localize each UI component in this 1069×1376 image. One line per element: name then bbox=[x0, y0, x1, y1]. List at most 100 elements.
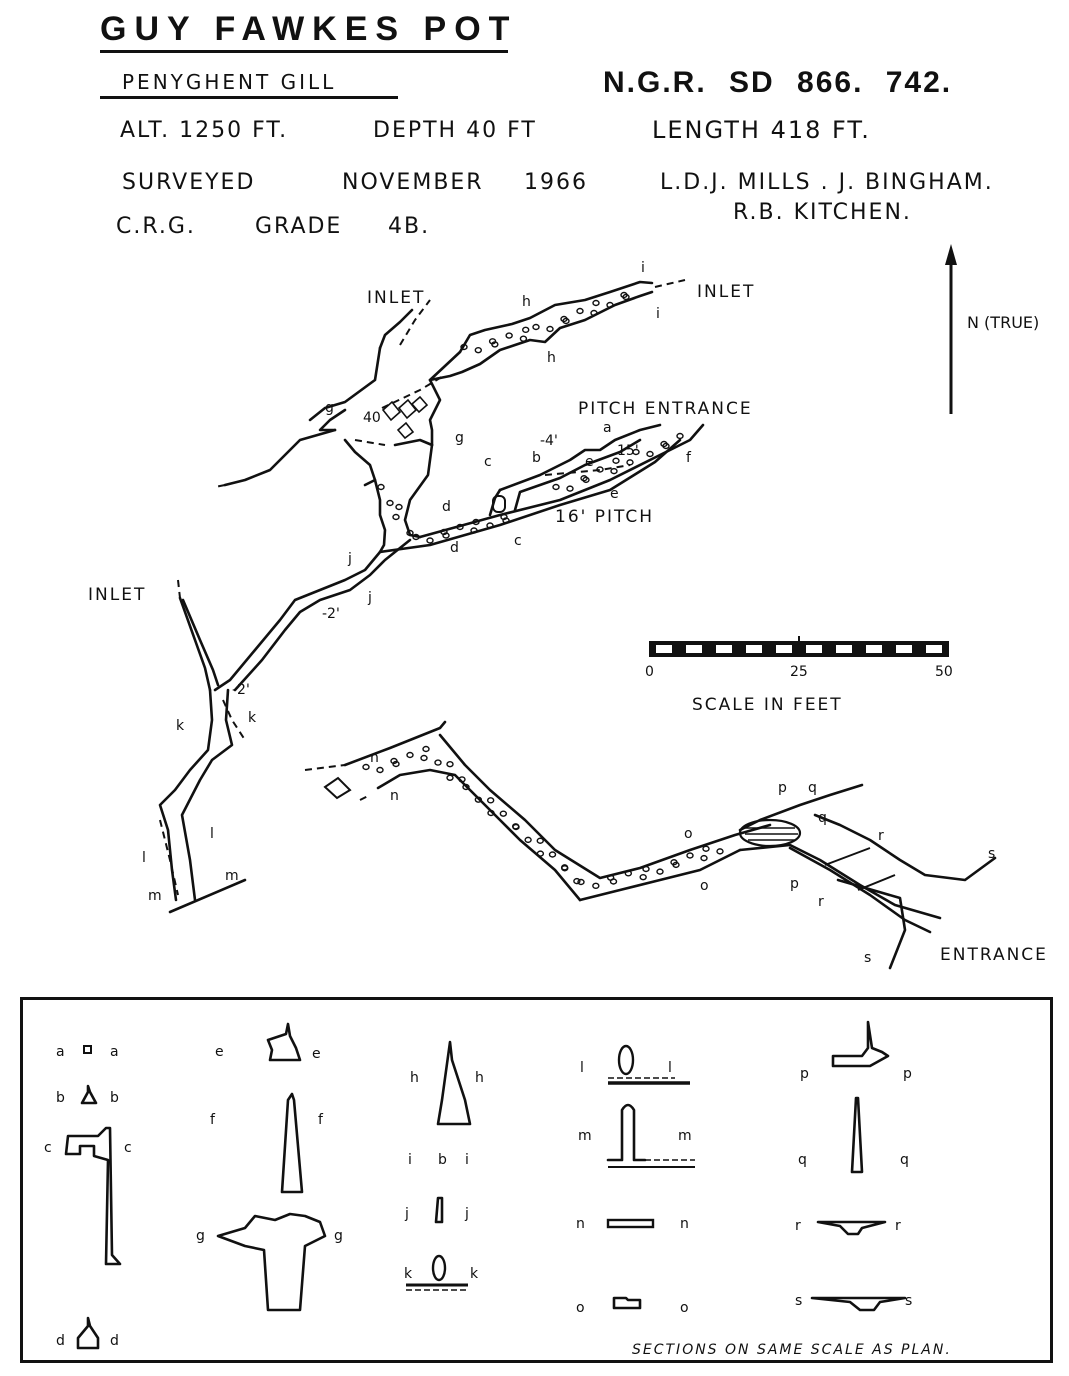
length: LENGTH 418 FT. bbox=[652, 116, 871, 144]
section-s: s s bbox=[795, 1293, 912, 1312]
boulder-dot bbox=[491, 341, 499, 348]
boulder-dot bbox=[576, 307, 584, 315]
section-q-left: q bbox=[798, 1152, 807, 1168]
section-o-right: o bbox=[680, 1300, 689, 1316]
boulder-dot bbox=[456, 523, 464, 531]
section-n-left: n bbox=[576, 1216, 585, 1232]
boulder-dot bbox=[412, 533, 420, 541]
crg-grade-value: 4B. bbox=[388, 214, 431, 239]
section-g: g g bbox=[196, 1212, 343, 1312]
boulder-dot bbox=[446, 774, 454, 781]
boulder-dot bbox=[472, 518, 480, 526]
section-k: k k bbox=[404, 1254, 479, 1291]
plan-marker-k1: k bbox=[176, 718, 185, 734]
scale-tick-25: 25 bbox=[790, 664, 808, 680]
boulder-dot bbox=[676, 432, 684, 440]
scale-tick-0: 0 bbox=[645, 664, 654, 680]
plan-marker-m2: m bbox=[148, 888, 162, 904]
boulder-dot bbox=[662, 442, 670, 450]
passage-g-to-d bbox=[373, 423, 705, 554]
boulder-dot bbox=[474, 346, 482, 354]
surveyors-line-2: R.B. KITCHEN. bbox=[733, 200, 912, 225]
section-b-left: b bbox=[56, 1090, 65, 1106]
boulder-dot bbox=[609, 878, 618, 885]
boulder-dot bbox=[626, 459, 634, 466]
north-arrow-head-icon bbox=[945, 244, 957, 265]
boulder-dot bbox=[442, 532, 450, 539]
boulder-dot bbox=[606, 301, 614, 309]
scale-segment bbox=[776, 645, 792, 653]
north-arrow: N (TRUE) bbox=[945, 244, 1039, 414]
boulder-fill bbox=[362, 291, 724, 890]
boulder-dot bbox=[446, 761, 454, 768]
plan-marker-e2: e bbox=[610, 486, 619, 502]
boulder-dot bbox=[522, 326, 530, 334]
section-g-right: g bbox=[334, 1228, 343, 1244]
boulder-dot bbox=[562, 317, 570, 325]
boulder-dot bbox=[392, 513, 400, 521]
section-i: i b i bbox=[408, 1152, 469, 1168]
plan-marker-h1: h bbox=[522, 294, 531, 310]
section-d: d d bbox=[56, 1316, 119, 1350]
title-underline bbox=[100, 50, 508, 53]
section-m-left: m bbox=[578, 1128, 592, 1144]
boulder-dot bbox=[700, 854, 708, 862]
survey-title: GUY FAWKES POT bbox=[100, 10, 518, 48]
boulder-dot bbox=[434, 759, 442, 766]
location-name: PENYGHENT GILL bbox=[122, 70, 337, 94]
section-p: p p bbox=[800, 1020, 912, 1082]
boulder-dot bbox=[592, 882, 600, 890]
plan-marker-c1: c bbox=[484, 454, 492, 470]
surveyed-month: NOVEMBER bbox=[342, 170, 484, 195]
section-m: m m bbox=[578, 1103, 695, 1168]
section-o: o o bbox=[576, 1296, 689, 1316]
boulder-dot bbox=[716, 848, 724, 855]
section-j-left: j bbox=[404, 1206, 409, 1222]
boulder-dot bbox=[610, 467, 618, 475]
plan-marker-n2: n bbox=[390, 788, 399, 804]
boulder-dot bbox=[532, 323, 540, 331]
surveyed-year: 1966 bbox=[524, 170, 588, 195]
drop-4-label: -4' bbox=[540, 433, 558, 449]
boulder-annotation: 40 bbox=[363, 410, 381, 426]
section-c-left: c bbox=[44, 1140, 52, 1156]
boulder-dot bbox=[426, 537, 434, 544]
plan-marker-g2: g bbox=[455, 430, 464, 446]
plan-marker-p1: p bbox=[778, 780, 787, 796]
passage-entrance: ENTRANCE bbox=[738, 783, 1046, 970]
section-b: b b bbox=[56, 1084, 119, 1106]
plan-marker-i2: i bbox=[656, 306, 660, 322]
altitude: ALT. 1250 FT. bbox=[120, 118, 289, 143]
plan-marker-s1: s bbox=[988, 846, 995, 862]
boulder-dot bbox=[470, 527, 478, 534]
sections-panel bbox=[20, 997, 1053, 1363]
section-l: l l bbox=[580, 1044, 690, 1085]
passage-upper-ne: INLET bbox=[428, 279, 753, 382]
boulder-chamber: 40 INLET bbox=[214, 288, 462, 488]
plan-marker-k2: k bbox=[248, 710, 257, 726]
boulder-dot bbox=[376, 766, 384, 774]
section-e-right: e bbox=[312, 1046, 321, 1062]
boulder-dot bbox=[612, 457, 620, 464]
scale-tick-50: 50 bbox=[935, 664, 953, 680]
drop-2-label-a: -2' bbox=[322, 606, 340, 622]
plan-marker-i1: i bbox=[641, 260, 645, 276]
section-e-left: e bbox=[215, 1044, 224, 1060]
scale-segment bbox=[716, 645, 732, 653]
plan-marker-n1: n bbox=[370, 750, 379, 766]
boulder-dot bbox=[422, 745, 430, 753]
plan-marker-m1: m bbox=[225, 868, 239, 884]
boulder-dot bbox=[487, 809, 495, 817]
section-a-right: a bbox=[110, 1044, 119, 1060]
section-r-right: r bbox=[895, 1218, 901, 1234]
plan-marker-c2: c bbox=[514, 533, 522, 549]
surveyors-line-1: L.D.J. MILLS . J. BINGHAM. bbox=[660, 170, 994, 195]
boulder-dot bbox=[362, 763, 370, 771]
boulder-dot bbox=[462, 783, 470, 791]
section-r: r r bbox=[795, 1218, 901, 1236]
plan-marker-r1: r bbox=[878, 828, 884, 844]
plan-marker-q1: q bbox=[808, 780, 817, 796]
plan-marker-g1: g bbox=[325, 400, 334, 416]
boulder-dot bbox=[377, 483, 385, 491]
plan-marker-f: f bbox=[686, 450, 692, 466]
